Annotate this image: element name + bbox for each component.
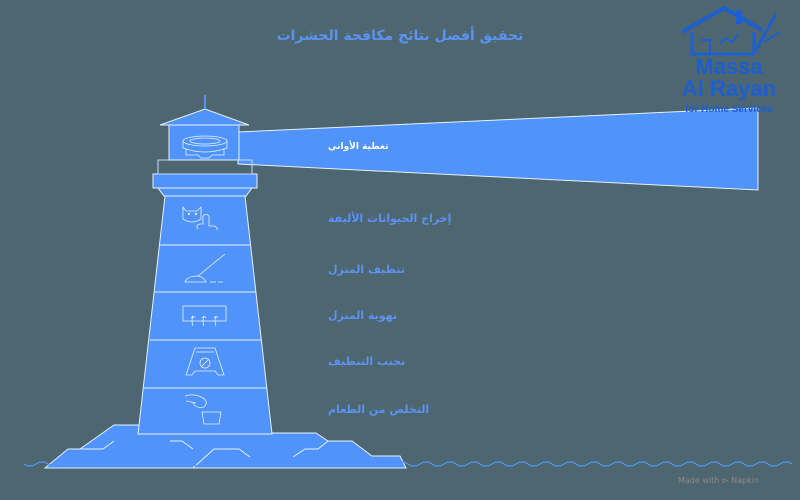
lighthouse-tower [137,95,273,435]
no-cleaning-sign-icon [185,347,225,376]
logo-tagline: for Home Services [685,104,773,115]
napkin-watermark: Made with ⊳ Napkin [678,476,759,485]
logo-brand-line1: Massa [695,54,763,79]
beam-label: تغطية الأواني [328,142,389,152]
step-label: تجنب التنظيف [328,355,406,368]
company-logo: Massa Al Rayan for Home Services [664,4,794,124]
step-label: تهوية المنزل [328,309,398,322]
broom-sweep-icon [184,253,226,283]
step-label: التخلص من الطعام [328,403,430,416]
step-label: تنظيف المنزل [328,263,405,276]
water-waves [23,461,793,467]
house-logo-icon [681,5,781,56]
step-label: إخراج الحيوانات الأليفة [328,212,452,225]
rocks [43,424,407,469]
logo-brand-line2: Al Rayan [681,76,777,101]
diagram-title: تحقيق أفضل نتائج مكافحة الحشرات [276,28,524,44]
ventilation-icon [182,305,227,327]
covered-pot-icon [182,135,228,159]
food-disposal-icon [184,394,222,425]
pet-cat-icon [182,205,218,231]
